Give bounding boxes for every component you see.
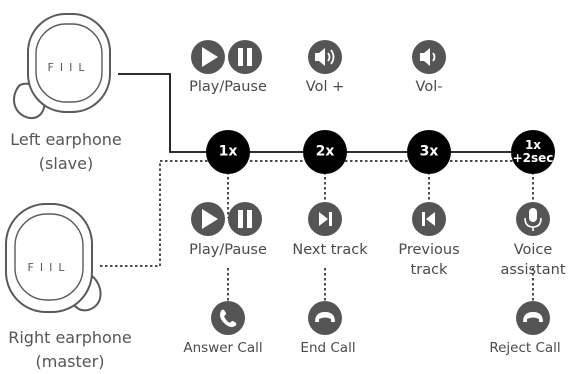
left-earphone-label-line2: (slave): [38, 154, 94, 173]
microphone-icon: [516, 202, 550, 236]
end-call-label: End Call: [300, 340, 356, 356]
voice-assistant-label: Voice assistant: [500, 240, 565, 280]
play-icon-right: [191, 202, 225, 236]
right-earphone-brand: FIIL: [28, 261, 71, 274]
right-earphone-label-line2: (master): [35, 352, 105, 371]
play-pause-label-right: Play/Pause: [189, 242, 267, 258]
voice-assistant-label-line2: assistant: [500, 262, 566, 278]
press-node-1x-hold-line2: +2sec: [512, 151, 554, 165]
right-earphone-illustration: FIIL: [5, 203, 102, 313]
left-earphone-brand: FIIL: [48, 61, 91, 74]
previous-track-label: Previous track: [398, 240, 459, 280]
press-node-2x: [303, 130, 347, 174]
press-node-1x: [206, 130, 250, 174]
left-earphone-connector: [118, 73, 535, 153]
left-earphone-illustration: FIIL: [13, 13, 111, 120]
vol-down-label: Vol-: [415, 79, 443, 95]
end-call-icon: [308, 301, 342, 335]
answer-call-icon: [211, 301, 245, 335]
previous-track-label-line2: track: [410, 262, 448, 278]
next-track-label: Next track: [292, 242, 368, 258]
vol-up-label: Vol +: [305, 79, 345, 95]
left-earphone-label-line1: Left earphone: [10, 130, 122, 149]
press-node-1x-label: 1x: [218, 143, 238, 160]
press-node-3x-label: 3x: [419, 143, 439, 160]
reject-call-icon: [516, 301, 550, 335]
next-track-icon: [308, 202, 342, 236]
right-earphone-label: Right earphone (master): [8, 326, 132, 374]
play-pause-label-left: Play/Pause: [189, 79, 267, 95]
voice-assistant-label-line1: Voice: [513, 242, 553, 258]
previous-track-label-line1: Previous: [398, 242, 460, 258]
right-earphone-label-line1: Right earphone: [8, 328, 132, 347]
reject-call-label: Reject Call: [489, 340, 561, 356]
volume-up-icon: [308, 40, 342, 74]
left-earphone-label: Left earphone (slave): [10, 128, 121, 176]
previous-track-icon: [412, 202, 446, 236]
pause-icon: [228, 40, 262, 74]
press-to-function-connectors: [227, 152, 534, 318]
volume-down-icon: [412, 40, 446, 74]
pause-icon-right: [228, 202, 262, 236]
press-node-2x-label: 2x: [315, 143, 335, 160]
press-node-1x-hold-label: 1x +2sec: [513, 139, 554, 165]
answer-call-label: Answer Call: [183, 340, 263, 356]
press-node-1x-hold: [511, 130, 555, 174]
press-node-1x-hold-line1: 1x: [524, 138, 542, 152]
press-node-3x: [407, 130, 451, 174]
play-icon: [191, 40, 225, 74]
right-earphone-connector: [100, 160, 535, 267]
